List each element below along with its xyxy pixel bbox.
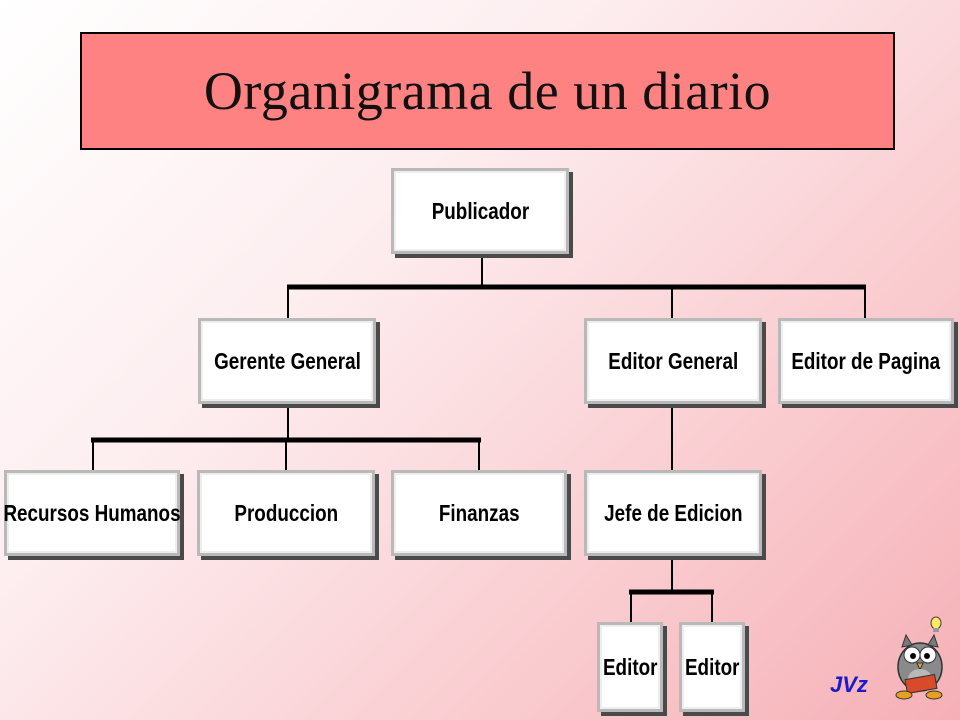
node-label: Produccion bbox=[234, 499, 338, 526]
node-recursos-humanos: Recursos Humanos bbox=[3, 470, 181, 556]
node-label: Jefe de Edicion bbox=[603, 499, 743, 526]
node-gerente-general: Gerente General bbox=[198, 318, 376, 404]
node-label: Gerente General bbox=[213, 347, 361, 374]
node-label: Recursos Humanos bbox=[3, 499, 181, 526]
owl-mascot-icon bbox=[895, 616, 943, 700]
node-label: Editor de Pagina bbox=[791, 347, 941, 374]
node-jefe-edicion: Jefe de Edicion bbox=[584, 470, 762, 556]
node-label: Finanzas bbox=[438, 499, 520, 526]
node-publicador: Publicador bbox=[391, 168, 569, 254]
node-label: Editor bbox=[602, 653, 658, 680]
node-finanzas: Finanzas bbox=[391, 470, 567, 556]
node-label: Publicador bbox=[431, 197, 529, 224]
node-label: Editor General bbox=[608, 347, 738, 374]
node-editor-pagina: Editor de Pagina bbox=[778, 318, 954, 404]
node-produccion: Produccion bbox=[197, 470, 375, 556]
node-label: Editor bbox=[684, 653, 740, 680]
node-editor-1: Editor bbox=[597, 622, 663, 712]
node-editor-2: Editor bbox=[679, 622, 745, 712]
title-box: Organigrama de un diario bbox=[80, 32, 895, 150]
signature: JVz bbox=[830, 672, 868, 697]
node-editor-general: Editor General bbox=[584, 318, 762, 404]
page-title: Organigrama de un diario bbox=[203, 61, 772, 121]
